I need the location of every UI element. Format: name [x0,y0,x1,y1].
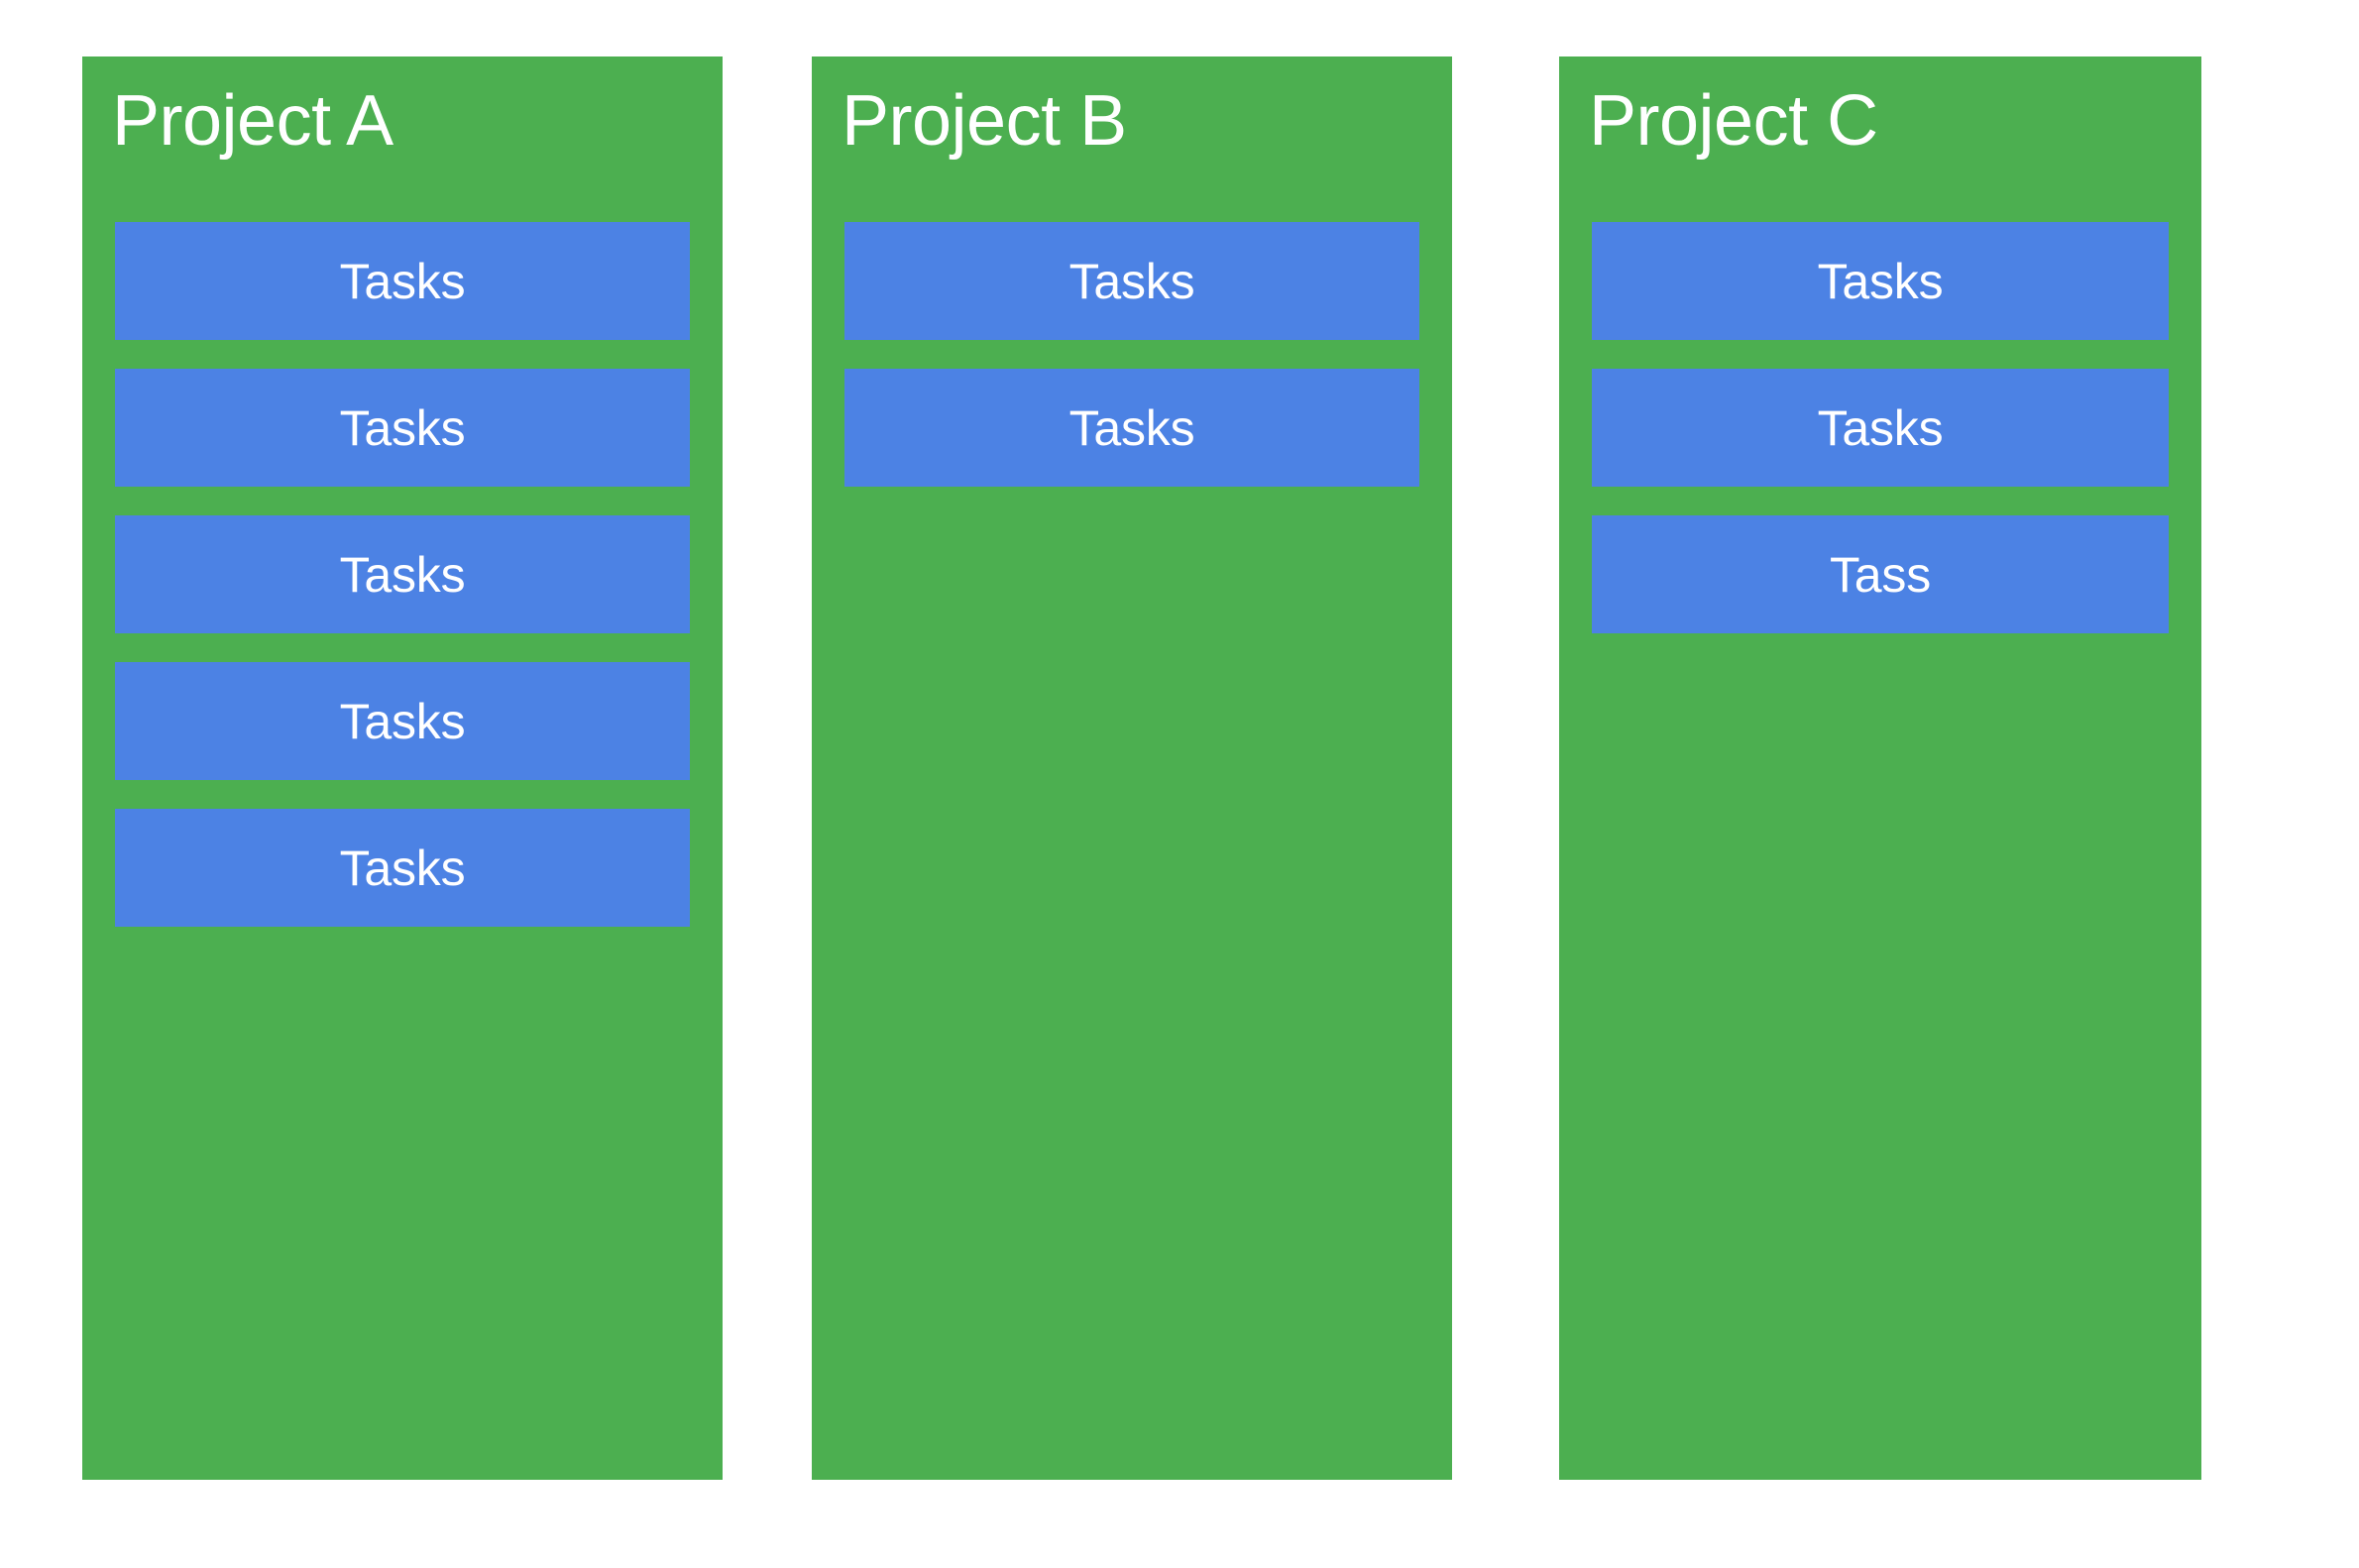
task-card[interactable]: Tasks [1592,222,2169,340]
task-card[interactable]: Tass [1592,515,2169,633]
task-card[interactable]: Tasks [115,515,690,633]
task-card-label: Tasks [339,546,466,603]
task-card-label: Tasks [1068,253,1195,309]
task-card-label: Tasks [339,840,466,896]
task-card[interactable]: Tasks [115,662,690,780]
task-card-label: Tasks [339,253,466,309]
task-card[interactable]: Tasks [1592,369,2169,487]
task-card-label: Tasks [1068,399,1195,456]
task-list: Tasks Tasks Tasks Tasks Tasks [115,222,690,927]
project-title: Project C [1589,81,1878,161]
task-list: Tasks Tasks Tass [1592,222,2169,633]
task-list: Tasks Tasks [844,222,1419,487]
task-card-label: Tasks [1817,399,1944,456]
project-title: Project B [842,81,1127,161]
project-title: Project A [112,81,393,161]
task-card[interactable]: Tasks [115,369,690,487]
task-card-label: Tasks [339,399,466,456]
project-column-a[interactable]: Project A Tasks Tasks Tasks Tasks Tasks [82,56,723,1480]
task-card-label: Tass [1829,546,1931,603]
task-card[interactable]: Tasks [115,222,690,340]
task-card[interactable]: Tasks [844,222,1419,340]
project-column-c[interactable]: Project C Tasks Tasks Tass [1559,56,2201,1480]
project-column-b[interactable]: Project B Tasks Tasks [812,56,1452,1480]
task-card-label: Tasks [339,693,466,749]
task-card[interactable]: Tasks [844,369,1419,487]
task-card[interactable]: Tasks [115,809,690,927]
task-card-label: Tasks [1817,253,1944,309]
